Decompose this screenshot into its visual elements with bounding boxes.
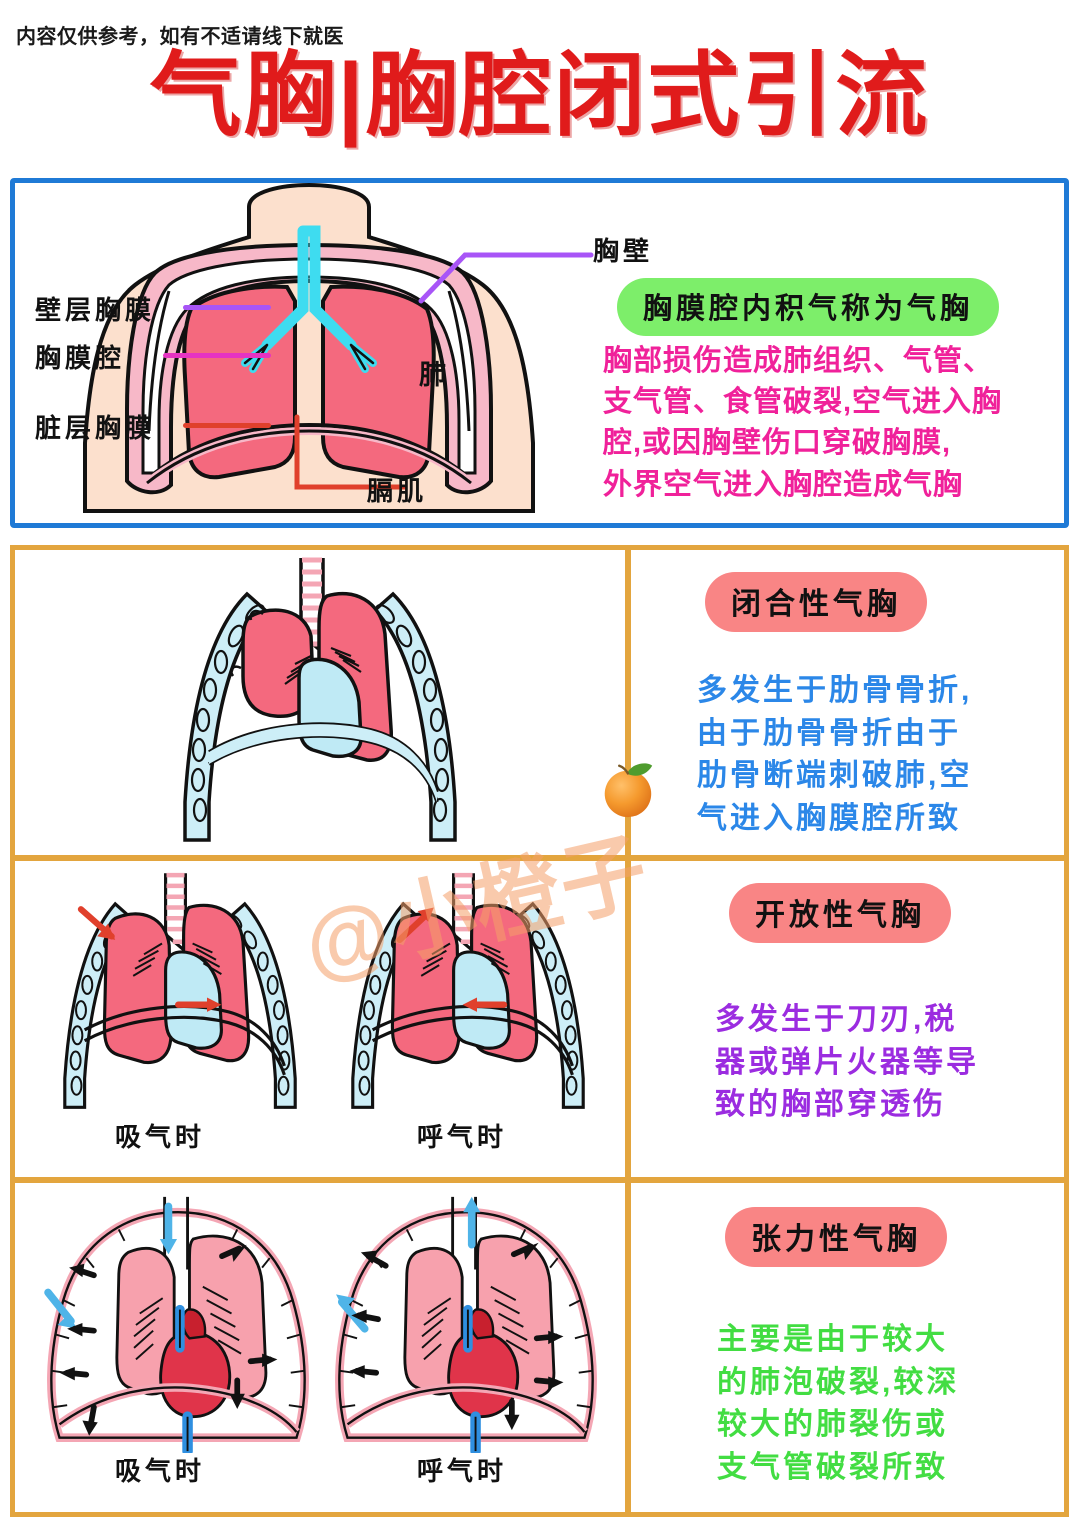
- tension-inspiration-caption: 吸气时: [115, 1456, 206, 1486]
- closed-pneumothorax-figure-cell: [15, 550, 625, 855]
- tension-pneumothorax-text-cell: 张力性气胸 主要是由于较大 的肺泡破裂,较深 较大的肺裂伤或 支气管破裂所致: [631, 1183, 1064, 1512]
- tension-expiration-caption: 呼气时: [417, 1456, 508, 1486]
- tension-pneumothorax-inspiration-illustration: [44, 1196, 309, 1453]
- air-entry-arrow-inspiration: [77, 906, 116, 940]
- label-pleural-cavity: 胸膜腔: [35, 343, 126, 373]
- air-inflow-arrow-blue-inspiration: [159, 1202, 178, 1255]
- pleural-cavity-lead-line: [163, 353, 271, 358]
- label-parietal-pleura: 壁层胸膜: [35, 295, 156, 325]
- orange-fruit-icon: [604, 763, 653, 818]
- anatomy-panel: 肺 胸壁 壁层胸膜 胸膜腔 脏层胸膜 膈肌 胸膜腔内积气称为气胸 胸部损伤造成肺…: [10, 178, 1069, 528]
- tension-pneumothorax-description: 主要是由于较大 的肺泡破裂,较深 较大的肺裂伤或 支气管破裂所致: [717, 1323, 960, 1484]
- label-visceral-pleura: 脏层胸膜: [35, 413, 156, 443]
- open-pneumothorax-expiration-illustration: [351, 872, 585, 1109]
- open-pneumothorax-inspiration-illustration: [63, 872, 297, 1109]
- open-pneumothorax-description: 多发生于刀刃,税 器或弹片火器等导 致的胸部穿透伤: [715, 1003, 979, 1122]
- grid-row-divider-1: [15, 855, 1064, 861]
- page-title: 气胸|胸腔闭式引流: [149, 45, 930, 147]
- closed-pneumothorax-pill: 闭合性气胸: [705, 572, 927, 632]
- open-pneumothorax-pill: 开放性气胸: [729, 883, 951, 943]
- open-inspiration-caption: 吸气时: [115, 1122, 206, 1152]
- thorax-anatomy-illustration: [83, 182, 535, 513]
- grid-row-divider-2: [15, 1177, 1064, 1183]
- diaphragm-lead-line: [294, 414, 408, 490]
- chest-wall-lead-line: [418, 252, 594, 304]
- open-pneumothorax-text-cell: 开放性气胸 多发生于刀刃,税 器或弹片火器等导 致的胸部穿透伤: [631, 861, 1064, 1177]
- air-shift-arrow-expiration: [462, 997, 508, 1012]
- label-diaphragm: 膈肌: [367, 476, 428, 506]
- closed-pneumothorax-description: 多发生于肋骨骨折, 由于肋骨骨折由于 肋骨断端刺破肺,空 气进入胸膜腔所致: [697, 674, 973, 835]
- air-inflow-arrow-blue-lateral: [44, 1288, 77, 1329]
- pneumothorax-definition-pill: 胸膜腔内积气称为气胸: [617, 278, 1000, 336]
- tension-pneumothorax-pill: 张力性气胸: [725, 1207, 947, 1267]
- disclaimer-text: 内容仅供参考，如有不适请线下就医: [16, 26, 344, 48]
- pneumothorax-types-grid: 闭合性气胸 多发生于肋骨骨折, 由于肋骨骨折由于 肋骨断端刺破肺,空 气进入胸膜…: [10, 545, 1069, 1517]
- closed-pneumothorax-illustration: [183, 557, 457, 842]
- visceral-pleura-lead-line: [183, 423, 271, 428]
- grid-vertical-divider: [625, 550, 631, 1512]
- air-outflow-arrow-blue-expiration: [463, 1196, 481, 1249]
- tension-pneumothorax-expiration-illustration: [335, 1196, 597, 1453]
- tension-pneumothorax-figure-cell: 吸气时 呼气时: [15, 1183, 625, 1512]
- parietal-pleura-lead-line: [183, 305, 271, 310]
- closed-pneumothorax-text-cell: 闭合性气胸 多发生于肋骨骨折, 由于肋骨骨折由于 肋骨断端刺破肺,空 气进入胸膜…: [631, 550, 1064, 855]
- pneumothorax-description: 胸部损伤造成肺组织、气管、 支气管、食管破裂,空气进入胸 腔,或因胸壁伤口穿破胸…: [603, 345, 1003, 501]
- open-expiration-caption: 呼气时: [417, 1122, 508, 1152]
- label-lung: 肺: [419, 360, 450, 390]
- air-shift-arrow-inspiration: [175, 997, 222, 1012]
- open-pneumothorax-figure-cell: 吸气时 呼气时: [15, 861, 625, 1177]
- label-chest-wall: 胸壁: [593, 236, 654, 266]
